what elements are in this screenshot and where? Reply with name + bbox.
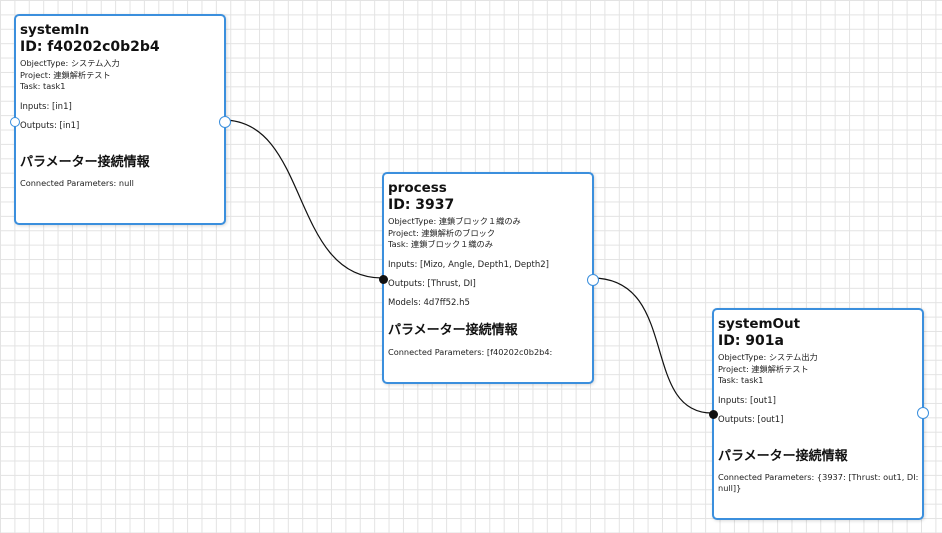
- node-systemOut[interactable]: systemOut ID: 901a ObjectType: システム出力 Pr…: [709, 308, 929, 520]
- node-inputs: Inputs: [Mizo, Angle, Depth1, Depth2]: [388, 259, 549, 270]
- section-title: パラメーター接続情報: [388, 322, 518, 338]
- node-inputs: Inputs: [out1]: [718, 395, 776, 406]
- input-port[interactable]: [709, 410, 718, 419]
- node-name: systemIn: [20, 22, 90, 38]
- node-outputs: Outputs: [Thrust, DI]: [388, 278, 476, 289]
- node-outputs: Outputs: [out1]: [718, 414, 784, 425]
- section-title: パラメーター接続情報: [718, 448, 848, 464]
- node-inputs: Inputs: [in1]: [20, 101, 72, 112]
- node-process[interactable]: process ID: 3937 ObjectType: 連鎖ブロック１織のみ …: [379, 172, 599, 384]
- node-project: Project: 連鎖解析テスト: [718, 363, 809, 374]
- section-title: パラメーター接続情報: [20, 154, 150, 170]
- input-port[interactable]: [10, 117, 20, 127]
- node-object-type: ObjectType: システム入力: [20, 58, 120, 68]
- connected-parameters: Connected Parameters: null: [20, 177, 134, 188]
- output-port[interactable]: [219, 116, 231, 128]
- node-project: Project: 連鎖解析テスト: [20, 69, 111, 80]
- node-object-type: ObjectType: システム出力: [718, 352, 818, 362]
- node-project: Project: 連鎖解析のブロック: [388, 227, 496, 238]
- node-task: Task: task1: [20, 81, 66, 91]
- node-models: Models: 4d7ff52.h5: [388, 297, 470, 308]
- input-port[interactable]: [379, 275, 388, 284]
- connected-parameters: Connected Parameters: [f40202c0b2b4:: [388, 346, 553, 357]
- connection-systemIn-to-process[interactable]: [222, 119, 383, 279]
- node-name: systemOut: [718, 316, 801, 332]
- node-name: process: [388, 180, 447, 196]
- connected-parameters: Connected Parameters: {3937: [Thrust: ou…: [718, 471, 919, 494]
- node-task: Task: task1: [718, 375, 764, 385]
- node-outputs: Outputs: [in1]: [20, 120, 80, 131]
- node-id: ID: f40202c0b2b4: [20, 39, 160, 55]
- node-systemIn[interactable]: systemIn ID: f40202c0b2b4 ObjectType: シス…: [10, 14, 231, 225]
- node-id: ID: 3937: [388, 197, 455, 213]
- output-port[interactable]: [917, 407, 929, 419]
- node-task: Task: 連鎖ブロック１織のみ: [388, 239, 493, 249]
- node-id: ID: 901a: [718, 333, 784, 349]
- output-port[interactable]: [587, 274, 599, 286]
- node-object-type: ObjectType: 連鎖ブロック１織のみ: [388, 216, 521, 226]
- connection-process-to-systemOut[interactable]: [591, 277, 713, 414]
